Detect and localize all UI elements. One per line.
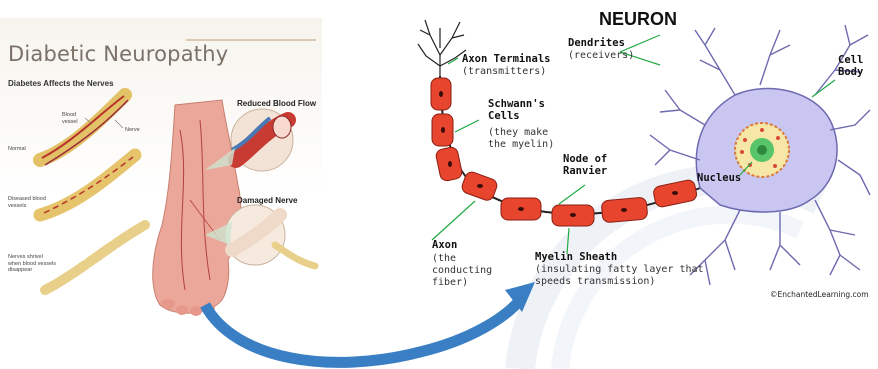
- label-axon-terminals: Axon Terminals: [462, 53, 551, 65]
- label-nucleus: Nucleus: [697, 172, 741, 184]
- cell-body: [650, 25, 870, 285]
- label-dendrites: Dendrites: [568, 37, 625, 49]
- credit-text: ©EnchantedLearning.com: [770, 290, 869, 299]
- label-schwann-sub: (they make the myelin): [488, 127, 556, 151]
- label-node-of-ranvier: Node of Ranvier: [563, 153, 611, 177]
- label-myelin-sub: (insulating fatty layer that speeds tran…: [535, 264, 715, 288]
- label-schwann-cells: Schwann's Cells: [488, 98, 553, 122]
- neuron-title: NEURON: [599, 9, 677, 30]
- label-axon-terminals-sub: (transmitters): [462, 66, 546, 78]
- label-cell-body: Cell Body: [838, 54, 876, 78]
- label-myelin-sheath: Myelin Sheath: [535, 251, 617, 263]
- label-dendrites-sub: (receivers): [568, 50, 634, 62]
- label-axon-sub: (the conducting fiber): [432, 253, 522, 289]
- axon-terminals: [418, 20, 466, 76]
- label-axon: Axon: [432, 239, 457, 251]
